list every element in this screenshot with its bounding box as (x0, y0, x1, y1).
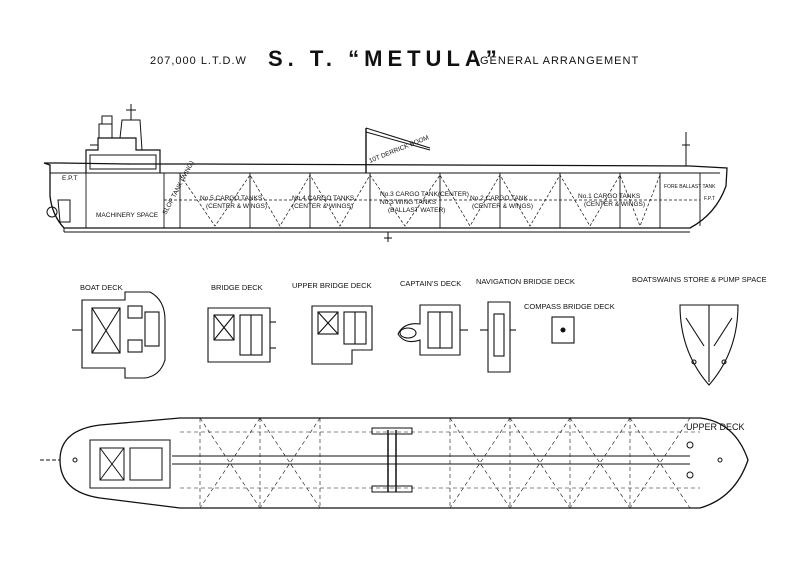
label-upper-deck: UPPER DECK (686, 422, 745, 432)
boatswains-store-plan (679, 304, 739, 386)
captains-deck-plan (397, 304, 468, 356)
navigation-bridge-deck-plan (480, 301, 516, 373)
label-machinery-space: MACHINERY SPACE (96, 212, 159, 219)
label-no3-ballast: (BALLAST WATER) (388, 207, 445, 214)
label-navigation-bridge-deck: NAVIGATION BRIDGE DECK (476, 277, 575, 286)
label-no5-sub: (CENTER & WINGS) (206, 203, 267, 210)
label-ept: E.P.T (62, 175, 77, 182)
label-no4-tanks: No.4 CARGO TANKS (292, 195, 355, 202)
label-upper-bridge-deck: UPPER BRIDGE DECK (292, 281, 372, 290)
label-no2-tank: No.2 CARGO TANK (470, 195, 529, 202)
compass-bridge-deck-plan (551, 316, 575, 344)
label-bridge-deck: BRIDGE DECK (211, 283, 263, 292)
label-captains-deck: CAPTAIN'S DECK (400, 279, 461, 288)
ship-profile (43, 104, 728, 242)
label-slop-tank: SLOP TANK (WING) (162, 160, 196, 216)
label-boat-deck: BOAT DECK (80, 283, 123, 292)
title-subtitle: GENERAL ARRANGEMENT (480, 55, 640, 67)
label-no2-sub: (CENTER & WINGS) (472, 203, 533, 210)
label-boatswains-store: BOATSWAINS STORE & PUMP SPACE (632, 275, 767, 284)
label-compass-bridge-deck: COMPASS BRIDGE DECK (524, 302, 615, 311)
label-no5-tanks: No.5 CARGO TANKS (200, 195, 263, 202)
label-no1-sub: (CENTER & WINGS) (584, 201, 645, 208)
title-tonnage: 207,000 L.T.D.W (150, 55, 247, 67)
label-fpt: F.P.T (704, 196, 715, 202)
upper-bridge-deck-plan (311, 305, 373, 365)
label-no4-sub: (CENTER & WINGS) (292, 203, 353, 210)
label-derrick-boom: 10T DERRICK BOOM (368, 134, 430, 164)
boat-deck-plan (72, 291, 166, 379)
title-ship-name: S. T. “METULA” (268, 46, 502, 71)
label-no3-wing: No.3 WING TANKS (380, 199, 437, 206)
bridge-deck-plan (207, 307, 276, 363)
drawing-title: 207,000 L.T.D.W S. T. “METULA” GENERAL A… (0, 46, 800, 76)
label-no3-center: No.3 CARGO TANK(CENTER) (380, 191, 469, 198)
label-fore-ballast: FORE BALLAST TANK (664, 184, 716, 190)
upper-deck-plan (40, 417, 749, 509)
label-no1-tanks: No.1 CARGO TANKS (578, 193, 641, 200)
